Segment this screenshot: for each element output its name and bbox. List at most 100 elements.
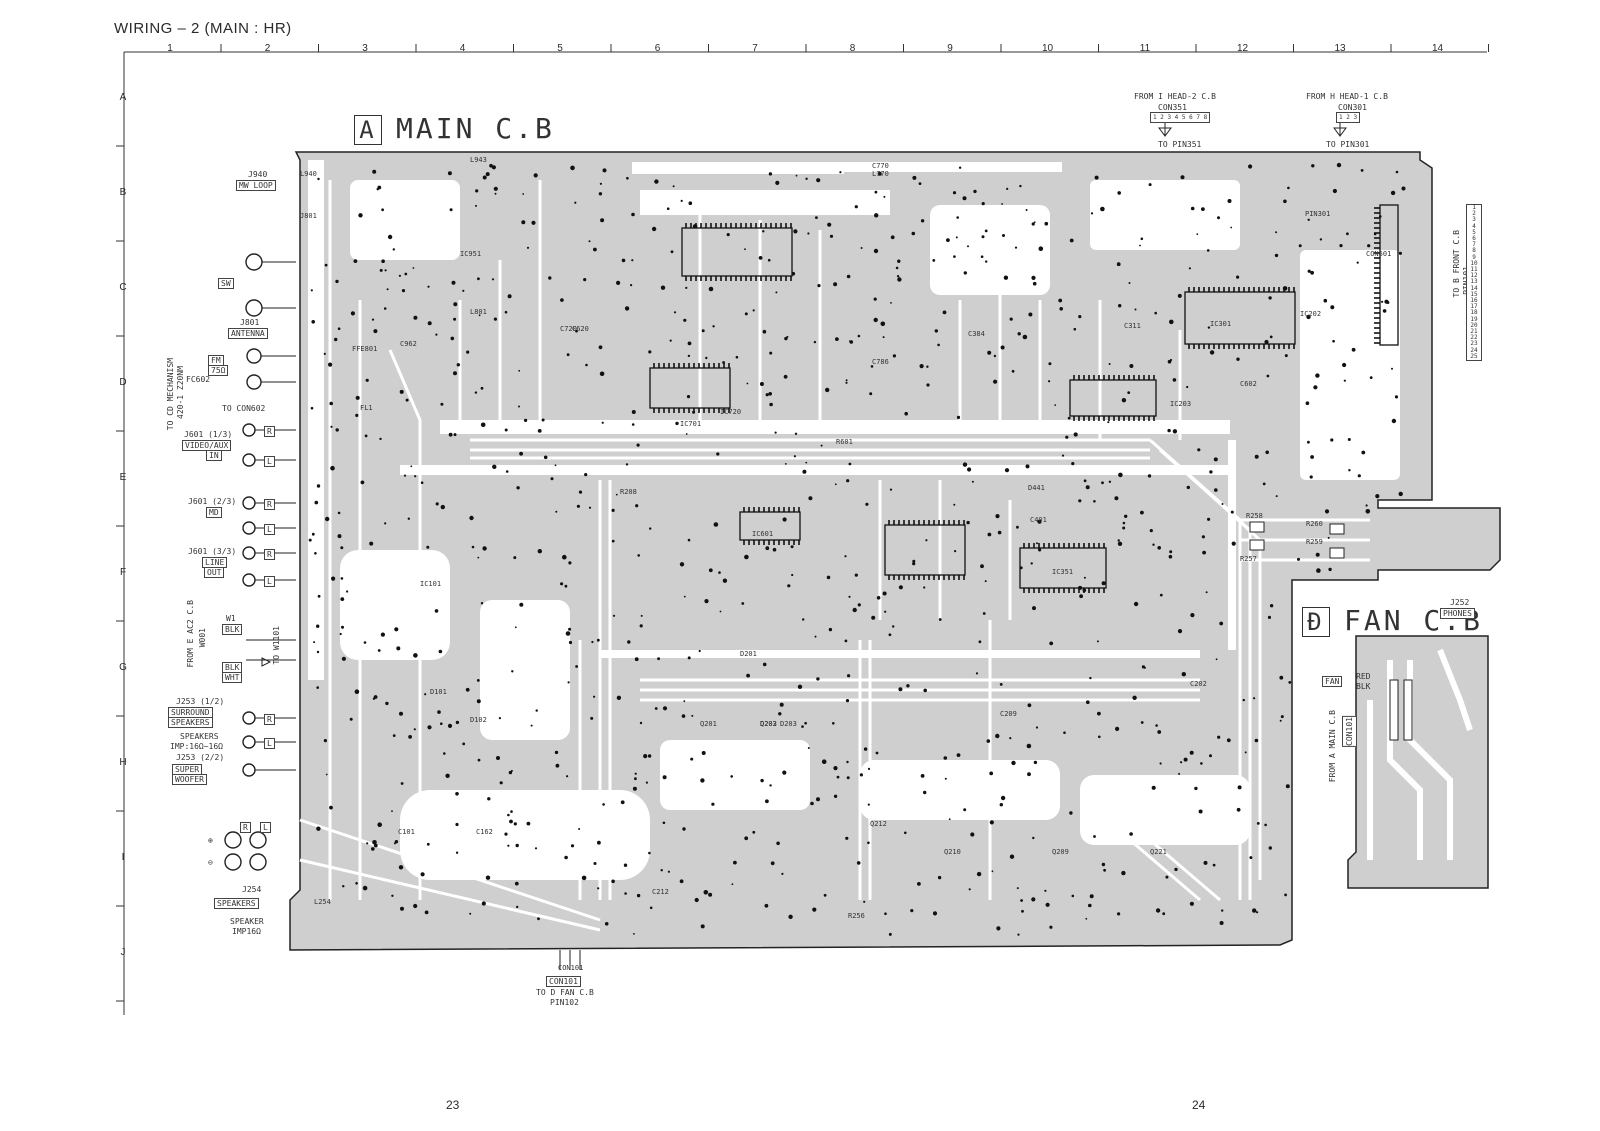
- front-pin: 18: [1470, 309, 1478, 317]
- component-ref: L254: [314, 898, 331, 906]
- row-letter: H: [119, 757, 127, 768]
- con301-label: CON301: [1338, 103, 1367, 112]
- jack-pol-l-2: L: [264, 524, 275, 535]
- front-pin: 8: [1472, 247, 1476, 255]
- row-letter: B: [119, 187, 127, 198]
- main-board-outline: [289, 151, 1501, 951]
- component-ref: R256: [848, 912, 865, 920]
- component-pads: [308, 162, 1479, 936]
- component-ref: L940: [300, 170, 317, 178]
- column-number: 14: [1431, 43, 1444, 54]
- from-ac2-label: FROM E AC2 C.B: [186, 600, 195, 668]
- front-pin: 20: [1470, 321, 1478, 329]
- sw-label: SW: [218, 278, 234, 289]
- fan-blk-label: BLK: [1356, 682, 1371, 691]
- front-pin: 22: [1470, 334, 1478, 342]
- row-letter: F: [119, 567, 127, 578]
- component-ref: FFE801: [352, 345, 378, 353]
- woofer-label: WOOFER: [172, 774, 207, 785]
- component-ref: Q209: [1052, 848, 1069, 856]
- to-con602-label: TO CON602: [222, 404, 266, 413]
- row-letter: E: [119, 472, 127, 483]
- component-ref: Q203: [760, 720, 777, 728]
- component-ref: IC701: [680, 420, 702, 428]
- component-ref: R258: [1246, 512, 1263, 520]
- head1-from-label: FROM H HEAD-1 C.B: [1306, 92, 1388, 101]
- component-ref: IC203: [1170, 400, 1192, 408]
- column-ticks: [220, 44, 1489, 52]
- column-number: 13: [1334, 43, 1346, 54]
- front-pin: 11: [1470, 266, 1478, 274]
- component-ref: C101: [398, 828, 415, 836]
- w001-label: W001: [198, 628, 207, 648]
- j801-label: J801: [240, 318, 260, 327]
- j601-2-label: J601 (2/3): [188, 497, 237, 506]
- column-number: 5: [557, 43, 563, 54]
- mw-loop-label: MW LOOP: [236, 180, 276, 191]
- to-fan-label: TO D FAN C.B: [536, 988, 594, 997]
- component-ref: L770: [872, 170, 889, 178]
- component-ref: IC601: [752, 530, 774, 538]
- in-label: IN: [206, 450, 222, 461]
- component-ref: IC301: [1210, 320, 1232, 328]
- ohm75-label: 75Ω: [208, 365, 229, 376]
- component-ref: C212: [652, 888, 669, 896]
- component-ref: D203: [780, 720, 797, 728]
- component-ref: C209: [1000, 710, 1017, 718]
- wht-label: WHT: [222, 672, 243, 683]
- minus-label: ⊖: [208, 858, 213, 867]
- component-ref: C602: [1240, 380, 1257, 388]
- component-ref: CON101: [558, 964, 584, 972]
- main-board-letter: A: [354, 115, 382, 145]
- phones-label: PHONES: [1440, 608, 1475, 619]
- component-ref: L943: [470, 156, 487, 164]
- phones-jack: [1249, 521, 1345, 559]
- component-ref: R208: [620, 488, 637, 496]
- row-letter: A: [119, 92, 127, 103]
- component-ref: D202: [760, 720, 777, 728]
- pin102-label: PIN102: [550, 998, 579, 1007]
- column-number: 7: [752, 43, 758, 54]
- j254-label: J254: [242, 885, 262, 894]
- component-ref: D102: [470, 716, 487, 724]
- row-letter: C: [119, 282, 127, 293]
- front-pin: 6: [1472, 235, 1476, 243]
- page-number-right: 24: [1192, 1098, 1206, 1112]
- component-ref: C311: [1124, 322, 1141, 330]
- front-pin: 25: [1470, 352, 1478, 360]
- front-pin: 3: [1472, 216, 1476, 224]
- jack-pol-l-3: L: [264, 576, 275, 587]
- ic-pins: [653, 207, 1380, 593]
- front-pin: 2: [1472, 210, 1476, 218]
- component-ref: IC720: [720, 408, 742, 416]
- speakers2-label: SPEAKERS: [214, 898, 259, 909]
- column-number: 9: [947, 43, 953, 54]
- con351-label: CON351: [1158, 103, 1187, 112]
- jack-pol-r-2: R: [264, 499, 275, 510]
- to-pin301-label: TO PIN301: [1326, 140, 1370, 149]
- page-title: WIRING – 2 (MAIN : HR): [114, 20, 292, 37]
- component-ref: Q212: [870, 820, 887, 828]
- w1-label: W1: [226, 614, 236, 623]
- front-pin: 4: [1472, 222, 1476, 230]
- component-ref: C720: [560, 325, 577, 333]
- front-pin: 16: [1470, 297, 1478, 305]
- component-ref: IC351: [1052, 568, 1074, 576]
- j940-label: J940: [248, 170, 268, 179]
- plus-label: ⊕: [208, 836, 213, 845]
- j601-1-label: J601 (1/3): [184, 430, 233, 439]
- con301-pins: 1 2 3: [1336, 112, 1361, 123]
- front-pin: 5: [1472, 228, 1476, 236]
- main-board-name: MAIN C.B: [396, 112, 555, 145]
- component-ref: D441: [1028, 484, 1045, 492]
- surround-speakers-label: SPEAKERS: [168, 717, 213, 728]
- row-letter: D: [119, 377, 127, 388]
- component-ref: Q210: [944, 848, 961, 856]
- front-pin: 21: [1470, 328, 1478, 336]
- component-ref: IC101: [420, 580, 442, 588]
- column-number: 4: [459, 43, 466, 54]
- component-ref: R257: [1240, 555, 1257, 563]
- arrows: [261, 127, 1347, 667]
- column-number: 8: [849, 43, 856, 54]
